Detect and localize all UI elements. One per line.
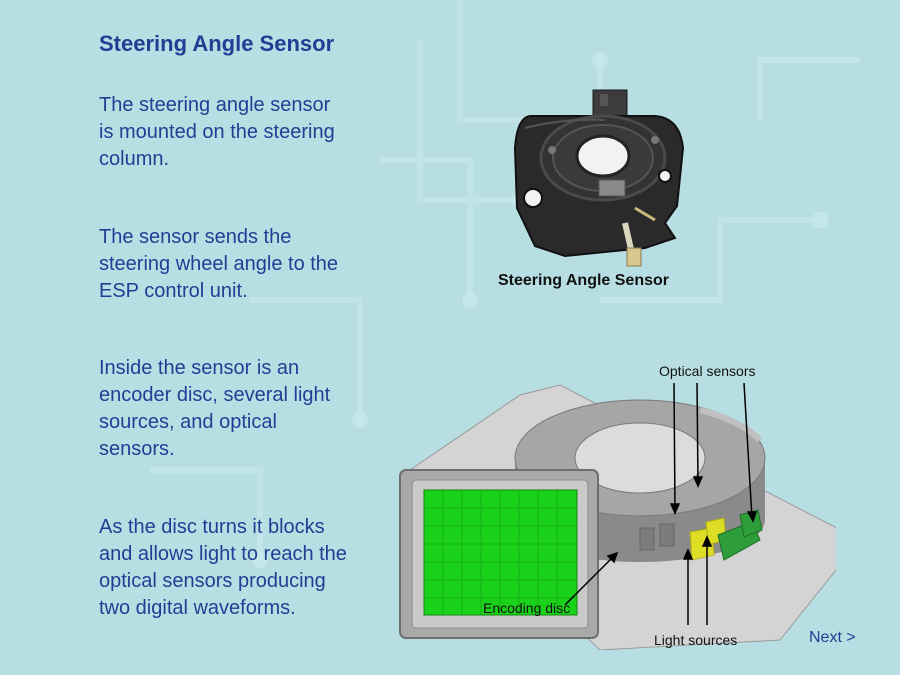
light-sources-label: Light sources: [654, 632, 738, 648]
intro-paragraph: The steering angle sensor is mounted on …: [99, 94, 335, 170]
sensor-photo: [513, 89, 685, 267]
optical-sensors-label: Optical sensors: [659, 363, 756, 379]
waveform-paragraph: As the disc turns it blocks and allows l…: [99, 516, 347, 619]
slide-title: Steering Angle Sensor: [99, 31, 335, 56]
next-button[interactable]: Next >: [809, 629, 856, 646]
signal-paragraph: The sensor sends the steering wheel angl…: [99, 226, 339, 302]
sensor-diagram: [399, 382, 836, 650]
components-paragraph: Inside the sensor is an encoder disc, se…: [99, 357, 331, 460]
encoding-disc-label: Encoding disc: [483, 600, 571, 616]
photo-caption: Steering Angle Sensor: [498, 272, 669, 289]
